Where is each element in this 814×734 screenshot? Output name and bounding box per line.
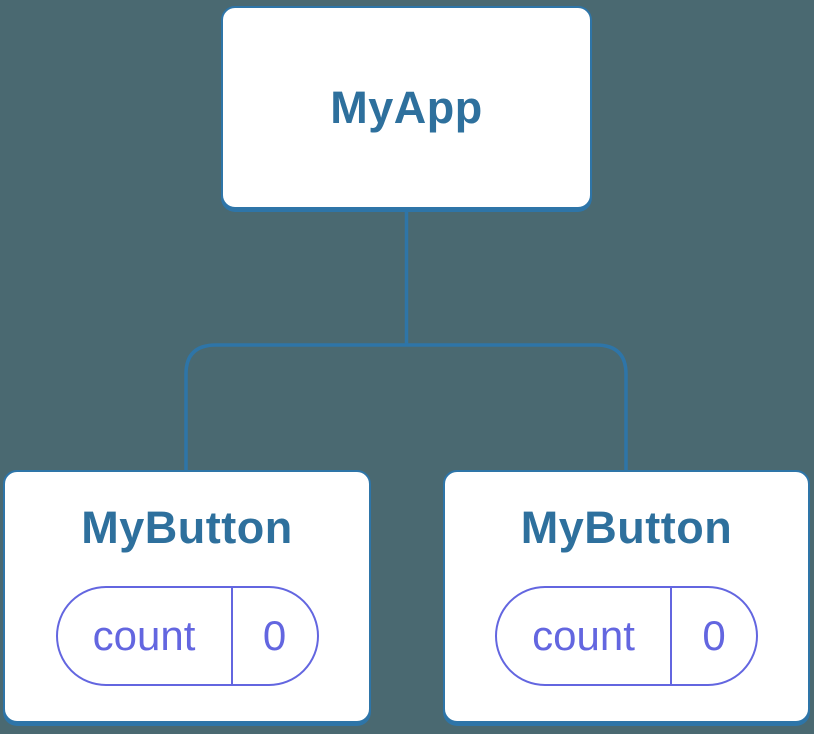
state-value-1: 0 xyxy=(262,611,287,659)
state-pill-2: count 0 xyxy=(495,585,758,686)
state-key-2: count xyxy=(497,587,672,684)
state-key-1: count xyxy=(58,587,233,684)
connector-children-bracket xyxy=(184,343,628,470)
node-mybutton-1-label: MyButton xyxy=(81,502,293,553)
state-value-2: 0 xyxy=(702,611,726,659)
node-mybutton-2-label: MyButton xyxy=(520,502,733,553)
node-myapp-label: MyApp xyxy=(330,81,483,133)
node-mybutton-2: MyButton count 0 xyxy=(443,470,810,723)
state-pill-1: count 0 xyxy=(55,585,319,686)
node-myapp: MyApp xyxy=(221,6,592,209)
node-mybutton-1: MyButton count 0 xyxy=(3,470,371,723)
